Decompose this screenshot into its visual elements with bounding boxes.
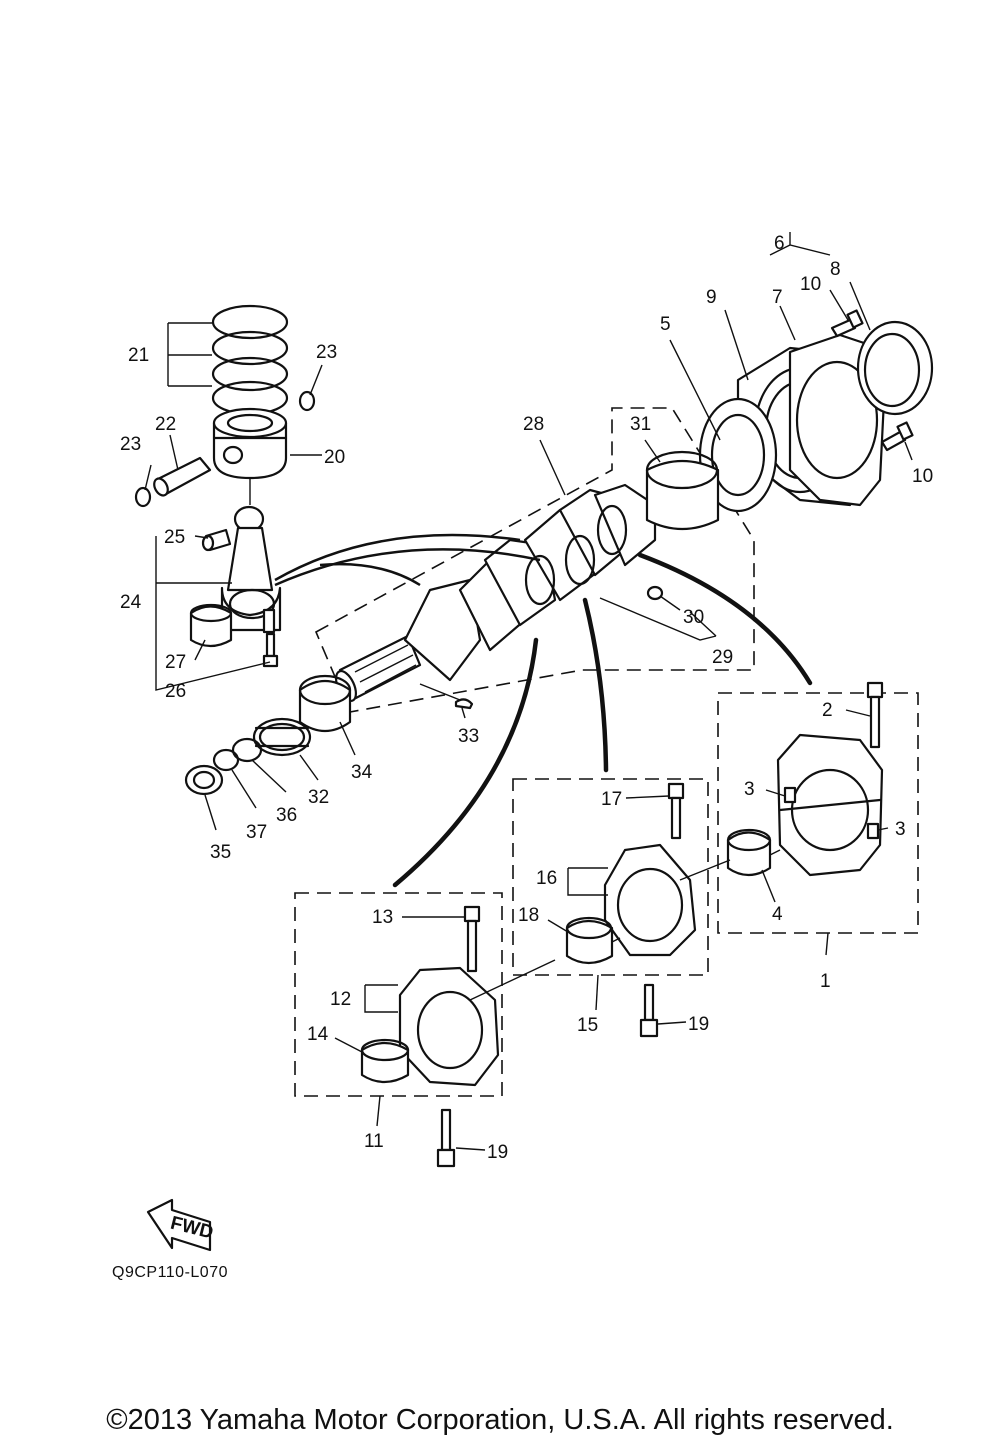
assembly-15-frame bbox=[512, 778, 709, 976]
bearing-holder-2[interactable] bbox=[603, 843, 697, 957]
callout-10-lower: 10 bbox=[912, 466, 933, 487]
o-ring[interactable] bbox=[212, 748, 240, 772]
assembly-guide-arcs bbox=[274, 533, 813, 1001]
callout-7: 7 bbox=[772, 287, 783, 308]
bearing-holder-3[interactable] bbox=[398, 966, 500, 1087]
callout-32: 32 bbox=[308, 787, 329, 808]
callout-35: 35 bbox=[210, 842, 231, 863]
assembly-1-frame bbox=[717, 692, 919, 934]
callout-8: 8 bbox=[830, 259, 841, 280]
callout-23-left: 23 bbox=[120, 434, 141, 455]
callout-10-upper: 10 bbox=[800, 274, 821, 295]
callout-9: 9 bbox=[706, 287, 717, 308]
bearing-holder-1[interactable] bbox=[776, 733, 884, 877]
callout-4: 4 bbox=[772, 904, 783, 925]
callout-24: 24 bbox=[120, 592, 142, 613]
callout-29: 29 bbox=[712, 647, 733, 668]
callout-37: 37 bbox=[246, 822, 267, 843]
callout-34: 34 bbox=[351, 762, 373, 783]
rod-bolt[interactable] bbox=[262, 632, 279, 668]
main-bearing-2[interactable] bbox=[565, 916, 614, 965]
dowel-pin-upper[interactable] bbox=[783, 786, 797, 804]
diagram-code: Q9CP110-L070 bbox=[112, 1264, 228, 1281]
bearing-holder-bolt[interactable] bbox=[866, 681, 884, 749]
housing-bolt-bottom[interactable] bbox=[880, 421, 914, 452]
crankshaft[interactable] bbox=[332, 483, 657, 704]
main-bearing-3[interactable] bbox=[360, 1038, 410, 1084]
connecting-rod[interactable] bbox=[220, 478, 282, 634]
callout-3-upper: 3 bbox=[744, 779, 755, 800]
callout-23-right: 23 bbox=[316, 342, 337, 363]
callout-30: 30 bbox=[683, 607, 704, 628]
callout-16: 16 bbox=[536, 868, 557, 889]
callout-33: 33 bbox=[458, 726, 479, 747]
holder-3-bolt-top[interactable] bbox=[463, 905, 481, 973]
spacer-washer[interactable] bbox=[231, 737, 263, 763]
callout-12: 12 bbox=[330, 989, 351, 1010]
oil-seal[interactable] bbox=[856, 320, 934, 416]
callout-17: 17 bbox=[601, 789, 622, 810]
nose-oil-seal[interactable] bbox=[184, 764, 224, 796]
callout-20: 20 bbox=[324, 447, 345, 468]
callout-14: 14 bbox=[307, 1024, 329, 1045]
assembly-11-frame bbox=[294, 892, 503, 1097]
housing-bolt-top[interactable] bbox=[830, 309, 864, 338]
callout-5: 5 bbox=[660, 314, 671, 335]
callout-2: 2 bbox=[822, 700, 833, 721]
crank-gear[interactable] bbox=[252, 717, 312, 757]
callout-22: 22 bbox=[155, 414, 176, 435]
callout-3-lower: 3 bbox=[895, 819, 906, 840]
callout-28: 28 bbox=[523, 414, 544, 435]
copyright-notice: ©2013 Yamaha Motor Corporation, U.S.A. A… bbox=[106, 1404, 894, 1436]
crankshaft-frame bbox=[314, 407, 755, 713]
callout-18: 18 bbox=[518, 905, 539, 926]
holder-2-bolt-top[interactable] bbox=[667, 782, 685, 840]
big-end-bearing[interactable] bbox=[189, 603, 233, 648]
callout-19-right: 19 bbox=[688, 1014, 709, 1035]
oil-seal-collar[interactable] bbox=[645, 450, 720, 530]
callout-27: 27 bbox=[165, 652, 186, 673]
woodruff-key[interactable] bbox=[454, 698, 474, 710]
small-end-bearing[interactable] bbox=[201, 528, 232, 552]
callout-6: 6 bbox=[774, 233, 785, 254]
callout-numbers: 1 2 3 3 4 5 6 7 8 9 10 10 11 12 13 14 15… bbox=[120, 233, 933, 1163]
dowel-pin-lower[interactable] bbox=[866, 822, 880, 840]
callout-25: 25 bbox=[164, 527, 185, 548]
fwd-arrow: FWD bbox=[146, 1198, 215, 1252]
callout-19-left: 19 bbox=[487, 1142, 508, 1163]
crank-bearing[interactable] bbox=[298, 674, 352, 733]
crankshaft-plug[interactable] bbox=[646, 585, 664, 601]
holder-2-bolt-bottom[interactable] bbox=[639, 983, 659, 1038]
callout-26: 26 bbox=[165, 681, 186, 702]
piston-pin[interactable] bbox=[151, 456, 212, 498]
leader-lines bbox=[144, 232, 913, 1151]
main-bearing-1[interactable] bbox=[726, 828, 772, 877]
callout-11: 11 bbox=[364, 1131, 384, 1152]
piston-rings[interactable] bbox=[211, 304, 289, 416]
piston[interactable] bbox=[212, 407, 288, 480]
callout-13: 13 bbox=[372, 907, 393, 928]
callout-15: 15 bbox=[577, 1015, 598, 1036]
holder-3-bolt-bottom[interactable] bbox=[436, 1108, 456, 1168]
piston-clip-right[interactable] bbox=[298, 390, 316, 412]
callout-31: 31 bbox=[630, 414, 651, 435]
callout-1: 1 bbox=[820, 971, 831, 992]
callout-21: 21 bbox=[128, 345, 149, 366]
piston-clip-left[interactable] bbox=[134, 486, 152, 508]
callout-36: 36 bbox=[276, 805, 297, 826]
